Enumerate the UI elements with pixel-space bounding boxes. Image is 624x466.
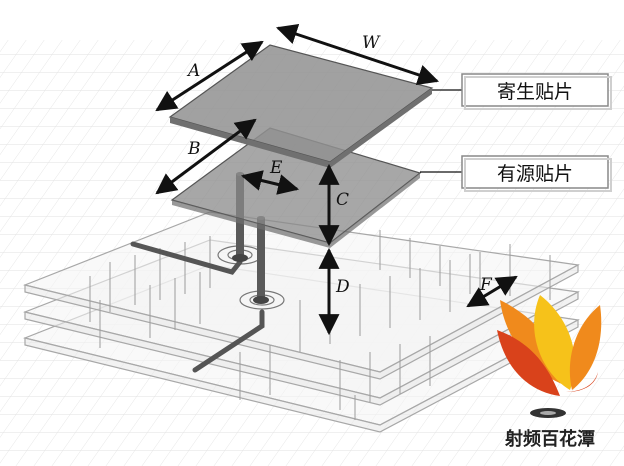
label-B: B <box>187 139 201 159</box>
brand-logo <box>497 295 602 418</box>
label-E: E <box>269 158 283 178</box>
substrate-layer-bottom-side <box>24 319 579 433</box>
brand-name: 射频百花潭 <box>504 428 595 450</box>
logo-petal-orange-right <box>569 305 602 390</box>
logo-petal-red <box>497 330 560 396</box>
callout-active-text: 有源贴片 <box>497 163 573 185</box>
substrate-layer-top-side <box>24 263 579 380</box>
label-C: C <box>336 190 349 210</box>
substrate-layer-middle-side <box>24 290 579 406</box>
callout-parasitic-patch: 寄生贴片 <box>461 73 612 110</box>
callout-active-patch: 有源贴片 <box>461 155 612 192</box>
callout-connectors <box>420 89 462 173</box>
dimension-arrows <box>155 24 518 336</box>
label-D: D <box>335 277 350 297</box>
probe-pin-2 <box>257 218 265 302</box>
dim-W-arrow <box>276 24 439 85</box>
feed-line-1 <box>130 241 243 275</box>
feed-line-2 <box>192 309 265 373</box>
label-W: W <box>362 33 381 53</box>
label-F: F <box>479 275 493 295</box>
dim-B-arrow <box>155 118 257 195</box>
dim-A-arrow <box>155 40 264 112</box>
dim-F-arrow <box>466 275 518 308</box>
label-A: A <box>186 61 200 81</box>
callout-parasitic-text: 寄生贴片 <box>497 81 573 103</box>
microstrip-feeds <box>130 241 265 373</box>
logo-petal-yellow <box>534 295 575 390</box>
dim-E-arrow <box>240 170 300 195</box>
